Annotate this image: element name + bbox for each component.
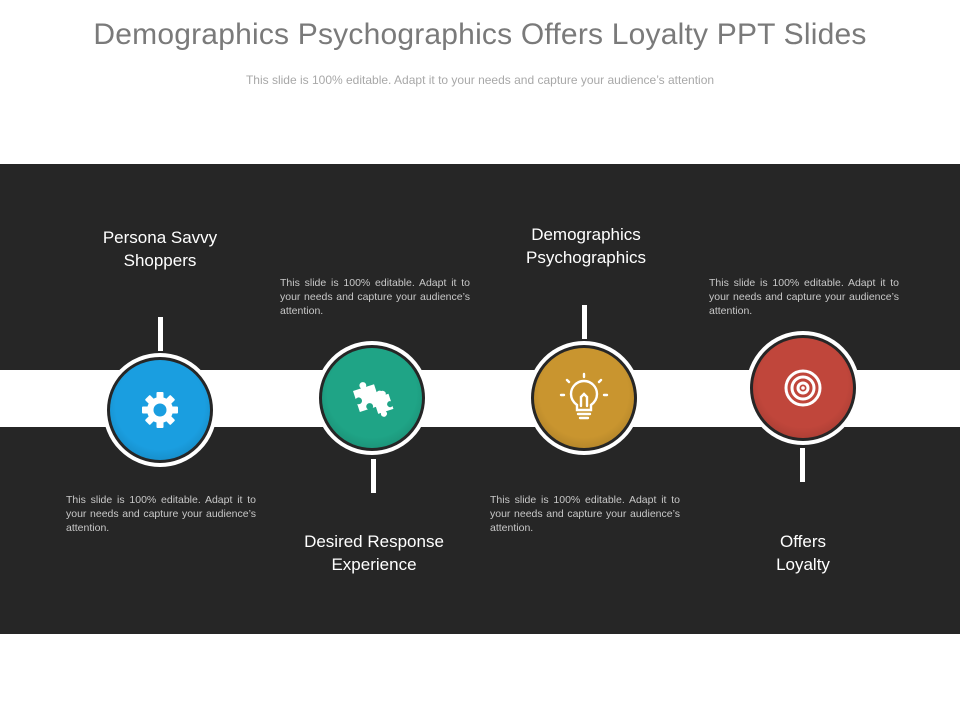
step-4-stem: [800, 448, 805, 482]
step-3-disc: [534, 348, 634, 448]
step-1-heading-line2: Shoppers: [123, 251, 197, 270]
target-icon: [783, 368, 823, 408]
step-4-heading-line2: Loyalty: [776, 555, 830, 574]
step-1-disc: [110, 360, 210, 460]
step-4-disc: [753, 338, 853, 438]
step-1-heading-line1: Persona Savvy: [102, 228, 218, 247]
step-1-stem: [158, 317, 163, 351]
step-4-heading-line1: Offers: [780, 532, 826, 551]
step-3-heading-line2: Psychographics: [525, 248, 646, 267]
slide-subtitle: This slide is 100% editable. Adapt it to…: [245, 73, 715, 87]
step-1-heading: Persona Savvy Shoppers: [60, 226, 260, 272]
step-3-heading: Demographics Psychographics: [486, 223, 686, 269]
step-3-description: This slide is 100% editable. Adapt it to…: [490, 494, 680, 534]
step-1-description: This slide is 100% editable. Adapt it to…: [66, 494, 256, 534]
slide-title: Demographics Psychographics Offers Loyal…: [93, 18, 867, 51]
step-2-disc: [322, 348, 422, 448]
step-3-heading-line1: Demographics: [531, 225, 641, 244]
step-4-heading: Offers Loyalty: [703, 530, 903, 576]
step-2-stem: [371, 459, 376, 493]
gear-icon: [138, 388, 182, 432]
step-4-description: This slide is 100% editable. Adapt it to…: [709, 277, 899, 317]
step-2-heading-line2: Experience: [331, 555, 417, 574]
puzzle-icon: [349, 375, 395, 421]
step-2-heading: Desired Response Experience: [274, 530, 474, 576]
step-3-stem: [582, 305, 587, 339]
step-2-heading-line1: Desired Response: [304, 532, 444, 551]
lightbulb-icon: [556, 370, 612, 426]
step-2-description: This slide is 100% editable. Adapt it to…: [280, 277, 470, 317]
